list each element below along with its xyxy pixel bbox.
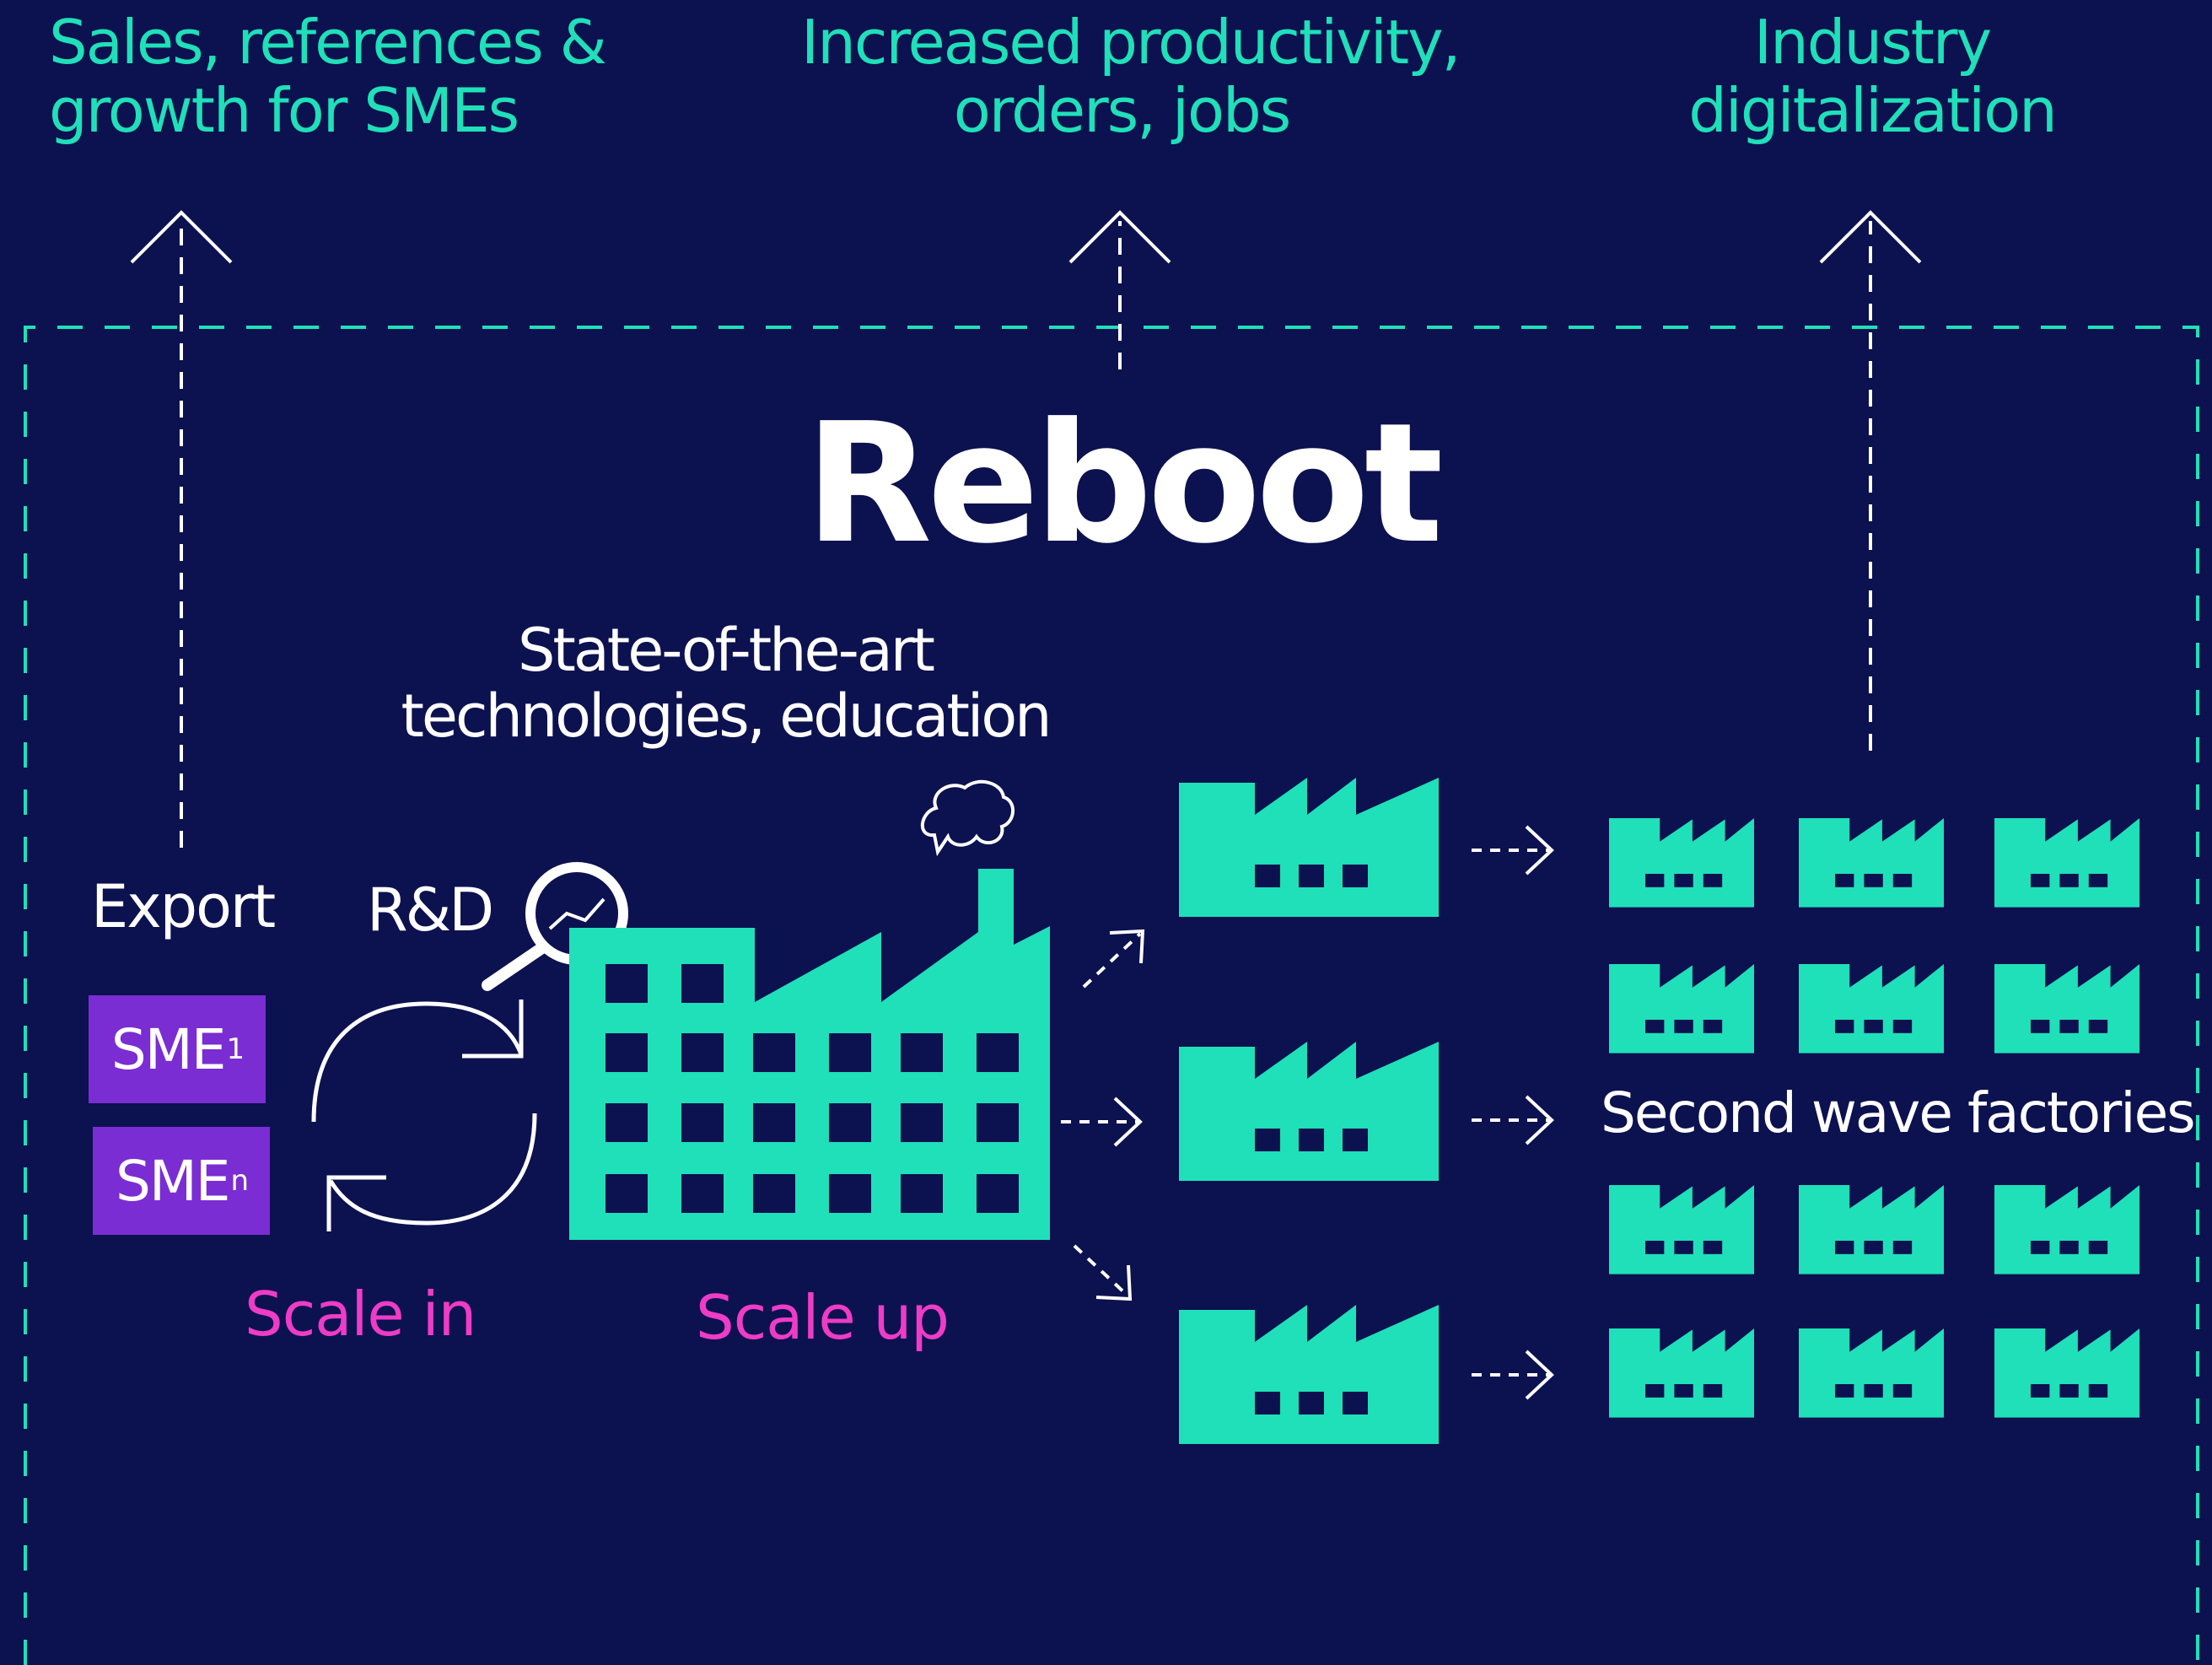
rnd-label: R&D <box>367 876 494 945</box>
second-wave-factory-icon <box>1609 1328 1754 1418</box>
outcome-productivity: Increased productivity, orders, jobs <box>801 7 1461 146</box>
sme-nth-text: SME <box>115 1148 231 1214</box>
scale-up-label: Scale up <box>696 1282 950 1353</box>
arrow-main-to-middle <box>1061 1097 1143 1147</box>
arrow-up-digitalization <box>1819 210 1922 751</box>
second-wave-factory-icon <box>1994 1328 2139 1418</box>
second-wave-factory-icon <box>1609 818 1754 908</box>
sme-first-subscript: 1 <box>226 1032 245 1066</box>
second-wave-factory-icon <box>1609 964 1754 1053</box>
first-wave-factory-top <box>1179 778 1439 917</box>
second-wave-factory-icon <box>1994 1185 2139 1274</box>
second-wave-factory-icon <box>1994 818 2139 908</box>
main-factory-icon <box>569 869 1050 1240</box>
second-wave-label: Second wave factories <box>1601 1080 2196 1145</box>
technologies-line2: technologies, education <box>401 682 1052 752</box>
outcome-sales: Sales, references & growth for SMEs <box>49 7 607 146</box>
reboot-boundary <box>24 326 2199 1665</box>
technologies-line1: State-of-the-art <box>517 616 935 685</box>
diagram-title: Reboot <box>805 388 1443 580</box>
outcome-productivity-line1: Increased productivity, <box>801 7 1461 78</box>
second-wave-factory-icon <box>1799 1328 1944 1418</box>
arrow-top-to-second-wave <box>1472 825 1554 876</box>
second-wave-factory-icon <box>1799 1185 1944 1274</box>
first-wave-factory-middle <box>1179 1042 1439 1181</box>
second-wave-factory-icon <box>1994 964 2139 1053</box>
smoke-bubble-icon <box>920 779 1015 857</box>
outcome-digitalization: Industry digitalization <box>1670 8 2075 144</box>
outcome-sales-line2: growth for SMEs <box>49 74 519 146</box>
arrow-bottom-to-second-wave <box>1472 1350 1554 1400</box>
arrow-main-to-top <box>1082 929 1145 989</box>
outcome-digitalization-line2: digitalization <box>1688 74 2058 146</box>
cycle-arrows <box>311 1000 537 1231</box>
outcome-digitalization-line1: Industry <box>1753 7 1992 78</box>
sme-first-text: SME <box>110 1016 227 1082</box>
arrow-up-productivity <box>1068 210 1171 369</box>
sme-nth-subscript: n <box>230 1164 249 1198</box>
arrow-up-sales <box>130 210 233 848</box>
arrow-main-to-bottom <box>1073 1244 1133 1301</box>
first-wave-factory-bottom <box>1179 1305 1439 1444</box>
arrow-middle-to-second-wave <box>1472 1095 1554 1145</box>
second-wave-factory-icon <box>1799 964 1944 1053</box>
second-wave-factory-icon <box>1609 1185 1754 1274</box>
scale-in-label: Scale in <box>245 1279 476 1350</box>
export-label: Export <box>91 872 276 941</box>
outcome-productivity-line2: orders, jobs <box>953 74 1292 146</box>
technologies-label: State-of-the-art technologies, education <box>371 617 1079 750</box>
outcome-sales-line1: Sales, references & <box>49 7 607 78</box>
second-wave-factory-icon <box>1799 818 1944 908</box>
